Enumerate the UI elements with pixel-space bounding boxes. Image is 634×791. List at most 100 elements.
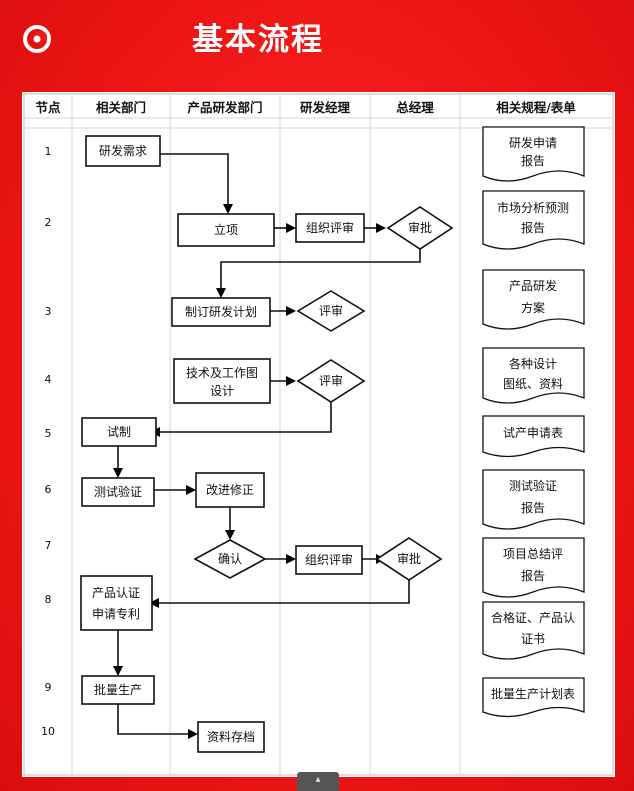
row-number: 2 [45,216,52,229]
column-header-node: 节点 [35,100,61,115]
arrowhead [188,729,198,739]
step-improve-correct-label: 改进修正 [206,482,254,497]
arrowhead [225,530,235,540]
decision-review-2 [296,359,366,403]
arrowhead [286,306,296,316]
connector [220,249,421,292]
document-project-summary-report [482,537,585,598]
arrowhead [286,376,296,386]
column-header-general-manager: 总经理 [396,100,434,115]
document-text: 证书 [521,632,545,646]
step-organize-review-2-label: 组织评审 [305,552,353,567]
step-technical-design [173,358,271,404]
step-technical-design-label-line2: 设计 [210,384,234,398]
flowchart-sheet: 节点 相关部门 产品研发部门 研发经理 总经理 相关规程/表单 1 2 3 4 … [22,92,615,777]
step-project-approval [177,213,275,247]
connector [155,580,410,604]
arrowhead [216,288,226,298]
row-number: 1 [45,145,52,158]
connector [160,153,229,208]
document-text: 产品研发 [509,278,557,293]
step-organize-review-1-label: 组织评审 [306,220,354,235]
document-text: 测试验证 [509,478,557,493]
document-text: 项目总结评 [503,547,563,561]
row-number: 6 [45,483,52,496]
row-number: 10 [41,725,55,738]
page-title: 基本流程 [192,22,324,58]
step-mass-production-label: 批量生产 [94,682,142,697]
step-certification-patent-label-line2: 申请专利 [92,606,140,621]
step-improve-correct [195,472,265,508]
document-text: 报告 [521,220,545,235]
step-certification-patent [80,575,153,631]
document-text: 图纸、资料 [503,377,563,391]
arrowhead [376,223,386,233]
step-make-rd-plan [171,297,271,327]
arrowhead [286,223,296,233]
column-header-related-dept: 相关部门 [96,100,146,115]
decision-confirm [193,539,267,579]
document-text: 报告 [521,500,545,515]
step-test-verify-label: 测试验证 [94,484,142,499]
column-header-rd-manager: 研发经理 [300,100,351,115]
document-trial-production-form [482,415,585,458]
decision-review-2-label: 评审 [319,373,343,388]
scroll-tab-icon[interactable]: ▴ [297,772,339,791]
brand-logo-icon [23,25,51,53]
document-rd-application-report [482,126,585,182]
step-make-rd-plan-label: 制订研发计划 [185,304,257,319]
decision-approval-1 [386,206,454,250]
row-number: 5 [45,427,52,440]
row-number: 8 [45,593,52,606]
arrowhead [149,598,159,608]
step-technical-design-label-line1: 技术及工作图 [186,366,258,380]
decision-approval-1-label: 审批 [408,220,432,235]
document-product-rd-plan [482,269,585,330]
document-text: 市场分析预测 [497,200,569,215]
document-text: 研发申请 [509,135,557,150]
step-trial-production [81,417,157,447]
step-organize-review-2 [295,545,363,575]
arrowhead [223,204,233,214]
step-project-approval-label: 立项 [214,222,238,237]
column-header-rd-dept: 产品研发部门 [187,100,262,115]
column-header-procedures: 相关规程/表单 [496,100,576,115]
document-text: 各种设计 [509,356,557,371]
connector [156,402,332,433]
decision-review-1 [296,290,366,332]
document-text: 批量生产计划表 [491,686,575,701]
decision-approval-2 [375,537,443,581]
decision-review-1-label: 评审 [319,303,343,318]
connector [117,704,192,735]
step-certification-patent-label-line1: 产品认证 [92,586,140,600]
step-archive-documents-label: 资料存档 [207,730,255,744]
flow-connectors [113,153,421,739]
document-text: 报告 [521,568,545,583]
row-number: 4 [45,373,52,386]
step-trial-production-label: 试制 [107,424,131,439]
row-number: 9 [45,681,52,694]
arrowhead [113,666,123,676]
row-number: 7 [45,539,52,552]
step-rd-request-label: 研发需求 [99,143,147,158]
step-organize-review-1 [295,213,365,243]
decision-approval-2-label: 审批 [397,551,421,566]
document-certificates [482,601,585,660]
document-mass-production-plan [482,677,585,718]
arrowhead [286,554,296,564]
step-mass-production [81,675,155,705]
step-rd-request [85,135,161,167]
document-text: 报告 [521,153,545,168]
document-market-analysis-report [482,190,585,250]
row-number: 3 [45,305,52,318]
arrowhead [113,468,123,478]
document-text: 方案 [521,300,545,315]
document-text: 合格证、产品认 [491,610,575,625]
step-test-verify [81,477,155,507]
flowchart: 节点 相关部门 产品研发部门 研发经理 总经理 相关规程/表单 1 2 3 4 … [23,93,614,776]
document-text: 试产申请表 [503,425,563,440]
document-design-drawings [482,347,585,404]
arrowhead [186,485,196,495]
document-test-verification-report [482,469,585,530]
